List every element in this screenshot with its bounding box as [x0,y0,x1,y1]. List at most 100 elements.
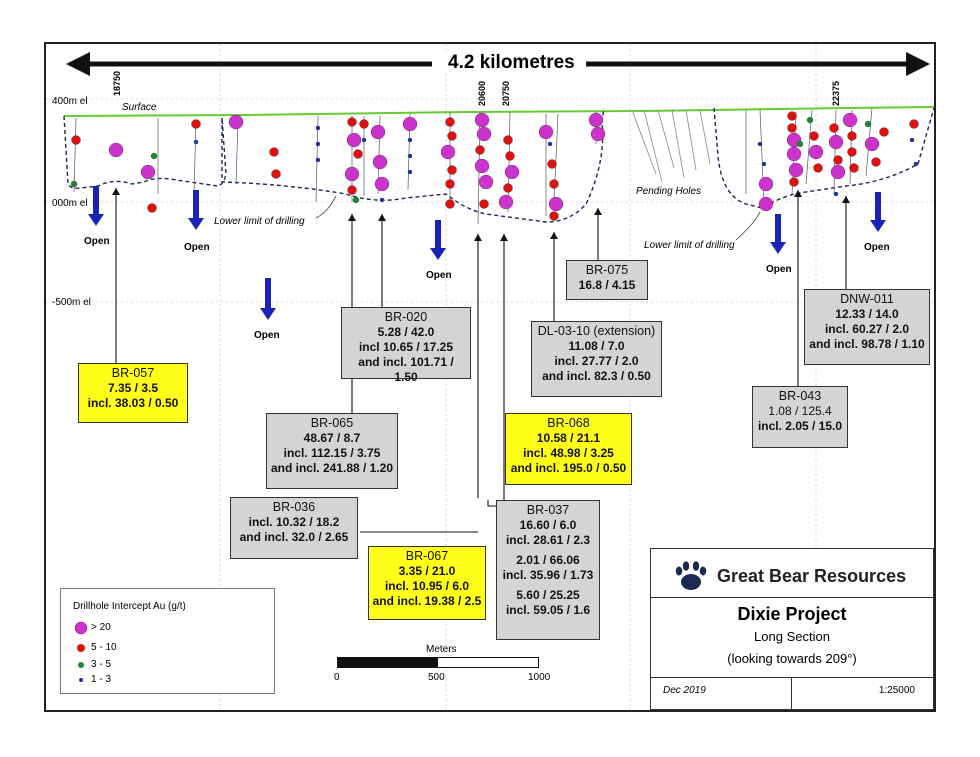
intercept-marker [445,117,455,127]
intercept-marker [757,141,763,147]
intercept-marker [833,155,843,165]
intercept-marker [353,149,363,159]
scale-tick-1000: 1000 [528,672,551,683]
intercept-marker [503,183,513,193]
intercept-marker [344,166,360,182]
legend-symbol-gt20 [74,621,88,635]
open-arrow-1 [93,186,99,214]
intercept-marker [808,144,824,160]
open-label-6: Open [864,242,890,253]
section-number-20600: 20600 [477,80,487,106]
intercept-marker [445,199,455,209]
legend-title: Drillhole Intercept Au (g/t) [73,601,186,612]
intercept-box-dl-03-10: DL-03-10 (extension) 11.08 / 7.0 incl. 2… [531,321,662,397]
intercept-marker [228,114,244,130]
intercept-marker [271,169,281,179]
open-arrow-4 [435,220,441,248]
intercept-marker [407,169,413,175]
intercept-marker [315,157,321,163]
intercept-marker [476,126,492,142]
intercept-box-br-068: BR-068 10.58 / 21.1 incl. 48.98 / 3.25 a… [505,413,632,485]
intercept-marker [440,144,456,160]
intercept-marker [346,132,362,148]
intercept-marker [813,163,823,173]
intercept-marker [407,137,413,143]
intercept-marker [315,141,321,147]
intercept-marker [70,180,78,188]
open-label-2: Open [184,242,210,253]
open-arrow-2-head [188,218,204,230]
intercept-marker [379,197,385,203]
intercept-marker [789,177,799,187]
legend-label-gt20: > 20 [91,622,111,633]
drillhole-trace [833,109,837,195]
elevation-minus-500: -500m el [52,297,91,308]
intercept-marker [374,176,390,192]
intercept-marker [503,135,513,145]
open-label-1: Open [84,236,110,247]
surface-label: Surface [122,102,157,113]
open-arrow-5-head [770,242,786,254]
intercept-box-br-067: BR-067 3.35 / 21.0 incl. 10.95 / 6.0 and… [368,546,486,620]
surface-line [63,106,934,117]
intercept-marker [108,142,124,158]
legend: Drillhole Intercept Au (g/t) > 20 5 - 10… [60,588,275,694]
intercept-marker [140,164,156,180]
intercept-box-br-065: BR-065 48.67 / 8.7 incl. 112.15 / 3.75 a… [266,413,398,489]
pending-hole [643,109,663,183]
open-arrow-5 [775,214,781,242]
intercept-marker [588,112,604,128]
title-divider-3 [791,677,792,711]
intercept-marker [347,117,357,127]
pointer-br-020-head [378,214,386,221]
drillhole-trace [553,113,559,203]
long-section-diagram [46,44,934,710]
intercept-marker [830,164,846,180]
distance-arrow-left-head [66,52,90,76]
intercept-marker [359,119,369,129]
intercept-marker [913,161,919,167]
pending-hole [657,109,675,169]
intercept-marker [361,137,367,143]
legend-symbol-5-10 [77,644,85,652]
pending-holes-label: Pending Holes [636,186,702,197]
company-name: Great Bear Resources [717,566,907,586]
legend-label-3-5: 3 - 5 [91,659,112,670]
title-divider-2 [651,677,933,678]
pending-hole [699,109,711,165]
intercept-marker [402,116,418,132]
pointer-dl-03-10-head [550,232,558,239]
lower-limit-pointer-left [315,195,337,219]
intercept-marker [549,179,559,189]
date-label: Dec 2019 [663,685,706,696]
intercept-marker [549,211,559,221]
legend-label-1-3: 1 - 3 [91,674,112,685]
pointer-br-043-head [794,190,802,197]
pending-hole [671,109,685,179]
intercept-marker [833,191,839,197]
intercept-marker [590,126,606,142]
distance-arrow-right-head [906,52,930,76]
lower-limit-pointer-right [735,211,761,241]
pending-hole [631,109,657,175]
intercept-marker [538,124,554,140]
scale-bar-white [437,657,539,668]
scale-tick-0: 0 [334,672,340,683]
view-direction: (looking towards 209°) [727,651,857,666]
pointer-br-057-head [112,188,120,195]
intercept-marker [352,196,360,204]
pending-hole [685,109,697,171]
intercept-box-br-057: BR-057 7.35 / 3.5 incl. 38.03 / 0.50 [78,363,188,423]
open-label-4: Open [426,270,452,281]
intercept-marker [447,131,457,141]
drillhole-trace [193,119,197,195]
intercept-marker [445,179,455,189]
intercept-marker [498,194,514,210]
intercept-marker [786,146,802,162]
intercept-box-br-075: BR-075 16.8 / 4.15 [566,260,648,300]
open-arrow-3 [265,278,271,308]
pointer-br-036-head [474,234,482,241]
intercept-marker [475,145,485,155]
intercept-marker [909,119,919,129]
intercept-marker [548,196,564,212]
